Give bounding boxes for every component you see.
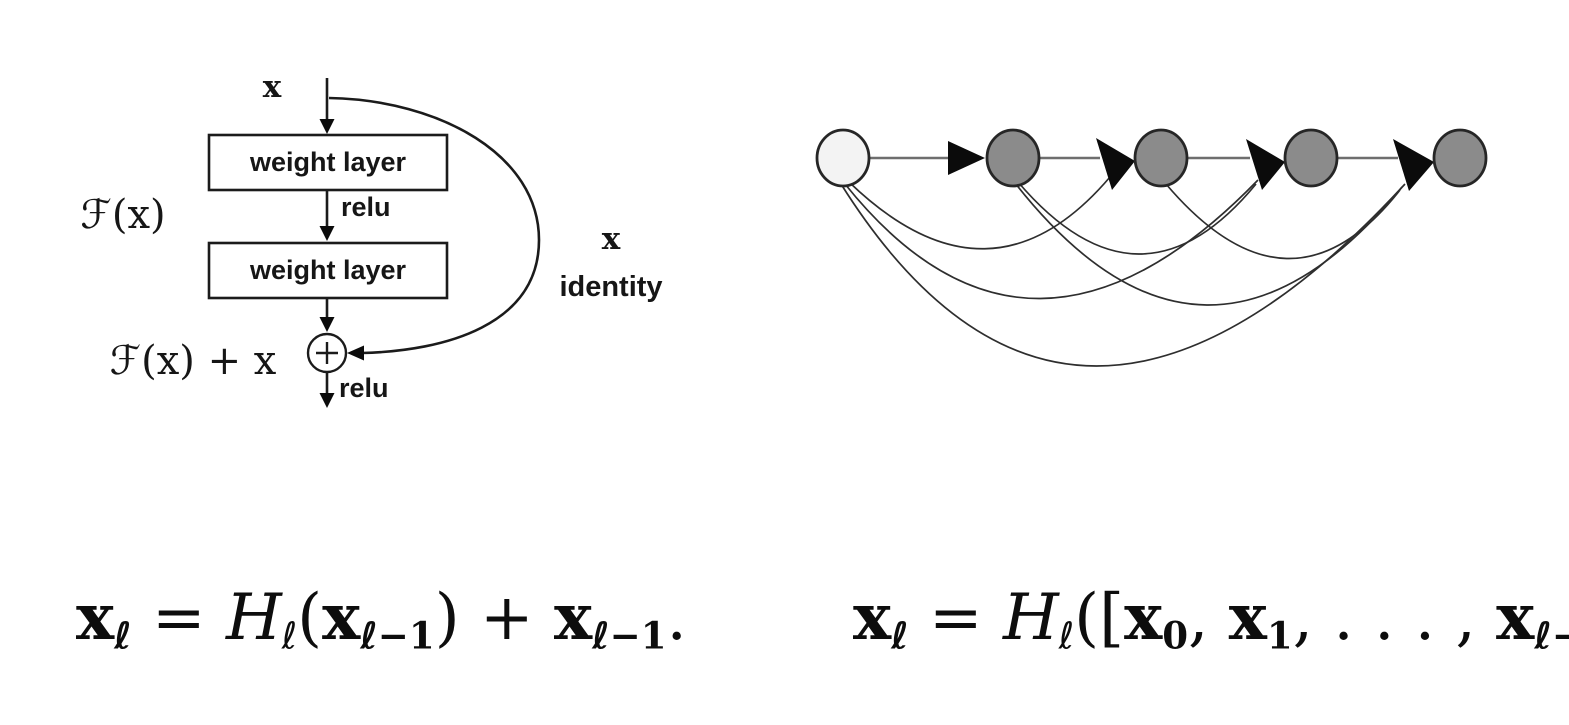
skip-curve-x1-x3 bbox=[1017, 181, 1257, 255]
identity-label: identity bbox=[559, 270, 663, 303]
arrow-right-icon bbox=[948, 141, 985, 175]
arrow-down-icon bbox=[319, 119, 335, 134]
weight-layer-box-2 bbox=[207, 241, 449, 300]
arrow-right-icon bbox=[1096, 138, 1135, 190]
equation-densenet: xℓ = Hℓ([x0, x1, . . . , xℓ−1]) bbox=[853, 580, 1569, 658]
arrow-left-icon bbox=[347, 345, 364, 361]
equation-resnet: xℓ = Hℓ(xℓ−1) + xℓ−1. bbox=[76, 580, 687, 658]
skip-curve-x2-x4 bbox=[1165, 183, 1401, 260]
weight-layer-1-label: weight layer bbox=[249, 147, 407, 177]
identity-skip-curve bbox=[328, 96, 541, 355]
weight-layer-box-1 bbox=[207, 133, 449, 192]
dense-block-diagram bbox=[815, 128, 1488, 367]
f-of-x-plus-x-label: ℱ(x) + x bbox=[109, 338, 277, 384]
skip-curve-x1-x4 bbox=[1014, 182, 1403, 306]
dense-node-x2 bbox=[1133, 128, 1189, 188]
arrow-down-icon bbox=[319, 317, 335, 332]
arrow-down-icon bbox=[319, 393, 335, 408]
arrow-right-icon bbox=[1393, 139, 1434, 191]
arrow-right-icon bbox=[1246, 139, 1285, 190]
skip-curve-x0-x2 bbox=[848, 176, 1111, 250]
f-of-x-label: ℱ(x) bbox=[80, 192, 166, 238]
skip-curve-x0-x3 bbox=[844, 179, 1259, 300]
residual-block-diagram bbox=[207, 78, 541, 408]
dense-node-x1 bbox=[985, 128, 1041, 188]
weight-layer-2-label: weight layer bbox=[249, 255, 407, 285]
dense-node-x0 bbox=[815, 128, 871, 188]
input-x-label: x bbox=[262, 69, 282, 105]
skip-curve-x0-x4 bbox=[840, 183, 1406, 367]
dense-node-x4 bbox=[1432, 128, 1488, 188]
relu-1-label: relu bbox=[341, 192, 391, 222]
arrow-down-icon bbox=[319, 226, 335, 241]
skip-x-label: x bbox=[601, 221, 621, 257]
dense-node-x3 bbox=[1283, 128, 1339, 188]
relu-2-label: relu bbox=[339, 373, 389, 403]
